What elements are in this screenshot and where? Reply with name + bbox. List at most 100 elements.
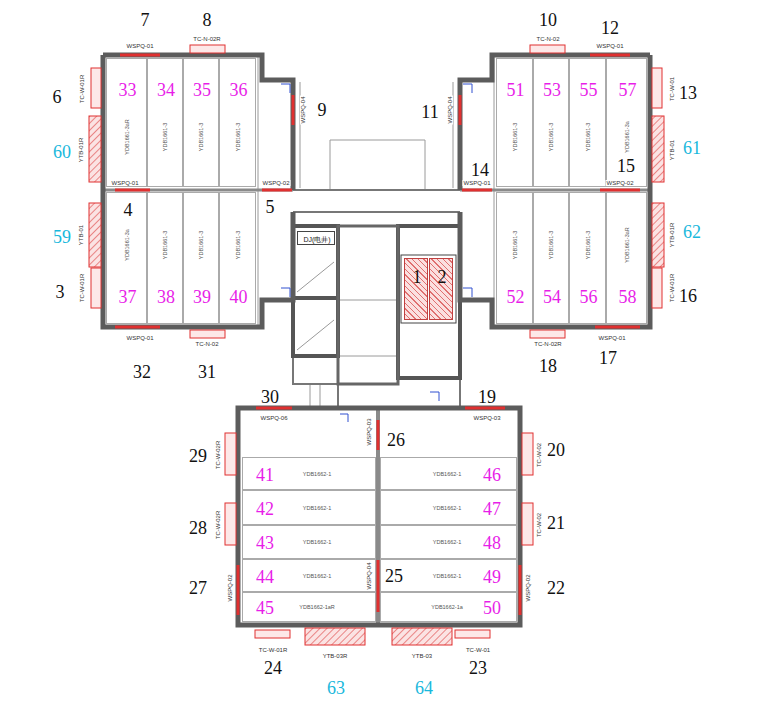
balcony-number: 61 <box>683 139 701 157</box>
slab-code: YDB1662-1a <box>431 605 463 611</box>
slab-code: YDB1662-1 <box>433 540 461 546</box>
callout-number: 24 <box>264 659 282 677</box>
slab-code: YDB1661-3 <box>163 231 169 259</box>
component-code: WSPQ-03 <box>366 417 372 446</box>
outer-wall <box>238 408 520 625</box>
core-wall <box>293 226 460 378</box>
corridor-line <box>293 356 338 384</box>
core-slab: 1 <box>404 258 428 320</box>
room-number: 55 <box>580 81 598 99</box>
room-number: 51 <box>507 81 525 99</box>
component-code: WSPQ-01 <box>125 43 154 49</box>
balcony-number: 62 <box>683 223 701 241</box>
slab-code: YDB1662-1 <box>433 472 461 478</box>
floor-slab: 58YDB1661-3aR <box>606 192 647 324</box>
window-frame <box>190 45 225 53</box>
callout-number: 28 <box>189 519 207 537</box>
component-code: YTB-03R <box>322 653 349 659</box>
component-code: TC-W-01 <box>465 647 491 653</box>
balcony-number: 60 <box>53 143 71 161</box>
balcony-hatch <box>392 628 452 645</box>
component-code: TC-W-01 <box>669 76 675 102</box>
room-number: 38 <box>157 288 175 306</box>
balcony-hatch <box>89 116 101 182</box>
component-code: TC-N-02R <box>192 36 221 42</box>
component-code: YTB-01 <box>78 224 84 246</box>
light-line <box>310 384 320 408</box>
component-code: WSPQ-02 <box>605 180 634 186</box>
slab-code: YDB1662-1 <box>303 540 331 546</box>
floor-slab: 36YDB1661-3 <box>219 58 256 187</box>
component-code: TC-W-02R <box>215 440 221 471</box>
component-code: TC-W-01R <box>79 273 85 304</box>
slab-code: YDB1661-3a <box>625 121 631 153</box>
door-mark <box>281 84 472 422</box>
outer-wall <box>103 55 293 327</box>
callout-number: 5 <box>266 198 275 216</box>
window-frame <box>455 630 490 638</box>
core-wall <box>293 298 338 356</box>
outer-wall <box>460 55 650 327</box>
callout-number: 22 <box>547 579 565 597</box>
component-code: WSPQ-01 <box>110 180 139 186</box>
component-code: WSPQ-01 <box>597 335 626 341</box>
floor-slab: 48 YDB1662-1 <box>380 525 517 559</box>
balcony-hatch <box>652 116 664 182</box>
shaft-wall <box>338 226 398 384</box>
room-number: 52 <box>507 288 525 306</box>
floor-slab: 51YDB1661-3 <box>496 58 533 187</box>
outer-wall <box>103 55 293 190</box>
component-code: TC-W-02 <box>536 512 542 538</box>
slab-code: YDB1661-3 <box>236 231 242 259</box>
room-number: 48 <box>483 534 501 552</box>
balcony-number: 63 <box>327 679 345 697</box>
light-line <box>297 262 334 350</box>
window-frame <box>530 45 565 53</box>
shaft-label: DJ(电井) <box>303 236 330 243</box>
balcony-hatch <box>652 203 664 267</box>
component-code: WSPQ-03 <box>472 415 501 421</box>
slab-code: YDB1661-3 <box>586 123 592 151</box>
slab-code: YDB1661-3 <box>586 231 592 259</box>
callout-number: 19 <box>478 388 496 406</box>
floor-slab: 35YDB1661-3 <box>183 58 219 187</box>
component-code: WSPQ-04 <box>447 95 453 124</box>
slab-code: YDB1662-1aR <box>299 605 334 611</box>
callout-number: 32 <box>133 363 151 381</box>
callout-number: 4 <box>124 201 133 219</box>
balcony-number: 64 <box>415 679 433 697</box>
window-line <box>460 55 640 327</box>
callout-number: 18 <box>539 357 557 375</box>
callout-number: 25 <box>385 567 403 585</box>
corridor-line <box>293 190 460 212</box>
component-code: WSPQ-04 <box>300 95 306 124</box>
room-number: 47 <box>483 500 501 518</box>
component-code: YTB-01R <box>78 137 84 164</box>
window-frame <box>91 45 662 638</box>
callout-number: 30 <box>261 388 279 406</box>
slab-code: YDB1662-1 <box>303 506 331 512</box>
floor-slab: 50YDB1662-1a <box>380 592 517 622</box>
window-frame <box>91 68 101 108</box>
callout-number: 10 <box>539 11 557 29</box>
callout-number: 13 <box>679 84 697 102</box>
callout-number: 29 <box>189 447 207 465</box>
corridor-line <box>401 255 456 323</box>
component-code: TC-W-01R <box>258 647 289 653</box>
slab-code: YDB1661-3a <box>125 229 131 261</box>
room-number: 43 <box>256 534 274 552</box>
component-code: TC-W-02R <box>215 510 221 541</box>
floor-slab: 39YDB1661-3 <box>183 192 219 324</box>
floor-slab: 42YDB1662-1 <box>242 490 376 525</box>
component-code: YTB-01R <box>669 222 675 249</box>
light-line <box>340 300 396 356</box>
room-number: 2 <box>438 268 447 286</box>
outer-wall <box>460 55 650 190</box>
core-wall <box>293 226 338 298</box>
light-line <box>300 82 453 188</box>
window-frame <box>652 268 662 308</box>
floor-slab: 40YDB1661-3 <box>219 192 256 324</box>
balcony-hatch <box>305 628 365 645</box>
component-code: YTB-03 <box>411 653 433 659</box>
